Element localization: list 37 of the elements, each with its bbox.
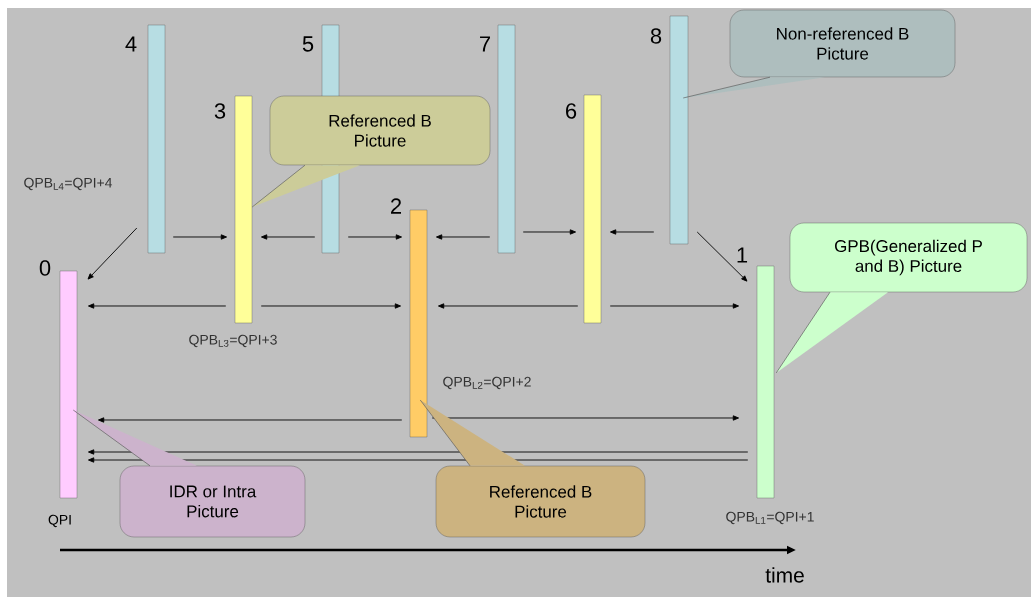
frame-number: 6	[566, 103, 577, 119]
callout: IDR or Intra Picture	[119, 465, 306, 538]
arrow	[522, 229, 577, 235]
callout-pointer	[251, 164, 360, 208]
arrow	[88, 449, 749, 455]
qp-label: QPB$_{L2}$=QPI+2	[443, 376, 531, 390]
callout-pointer	[682, 76, 825, 99]
callout-pointer	[419, 399, 525, 467]
frame-number: 4	[125, 36, 137, 52]
arrow	[438, 303, 579, 309]
arrow	[87, 227, 138, 280]
qp-label: QPB$_{L4}$=QPI+4	[24, 177, 113, 191]
arrow	[609, 303, 740, 309]
arrow	[172, 234, 227, 240]
qp-label: QPB$_{L1}$=QPI+1	[726, 511, 814, 525]
arrow	[88, 303, 227, 309]
frame-number: 8	[650, 28, 662, 44]
frame-number: 1	[737, 247, 748, 263]
frame-number: 0	[39, 260, 51, 276]
frame-number: 2	[391, 198, 401, 214]
arrow	[431, 415, 740, 421]
frame-number: 5	[302, 36, 314, 52]
axis-label: time	[765, 567, 804, 583]
frame-number: 3	[214, 103, 226, 119]
arrow	[260, 303, 401, 309]
arrow	[261, 234, 316, 240]
arrow	[436, 234, 491, 240]
arrow	[347, 234, 402, 240]
qp-label: QPB$_{L3}$=QPI+3	[189, 334, 277, 348]
qp-label: QPI	[48, 514, 71, 528]
arrow	[696, 231, 748, 282]
frame-number: 7	[480, 36, 490, 52]
callout-pointer	[775, 291, 888, 374]
callout-pointer	[72, 409, 197, 467]
arrow	[610, 229, 655, 235]
callout: GPB(Generalized P and B) Picture	[789, 222, 1028, 293]
arrow	[98, 417, 403, 423]
